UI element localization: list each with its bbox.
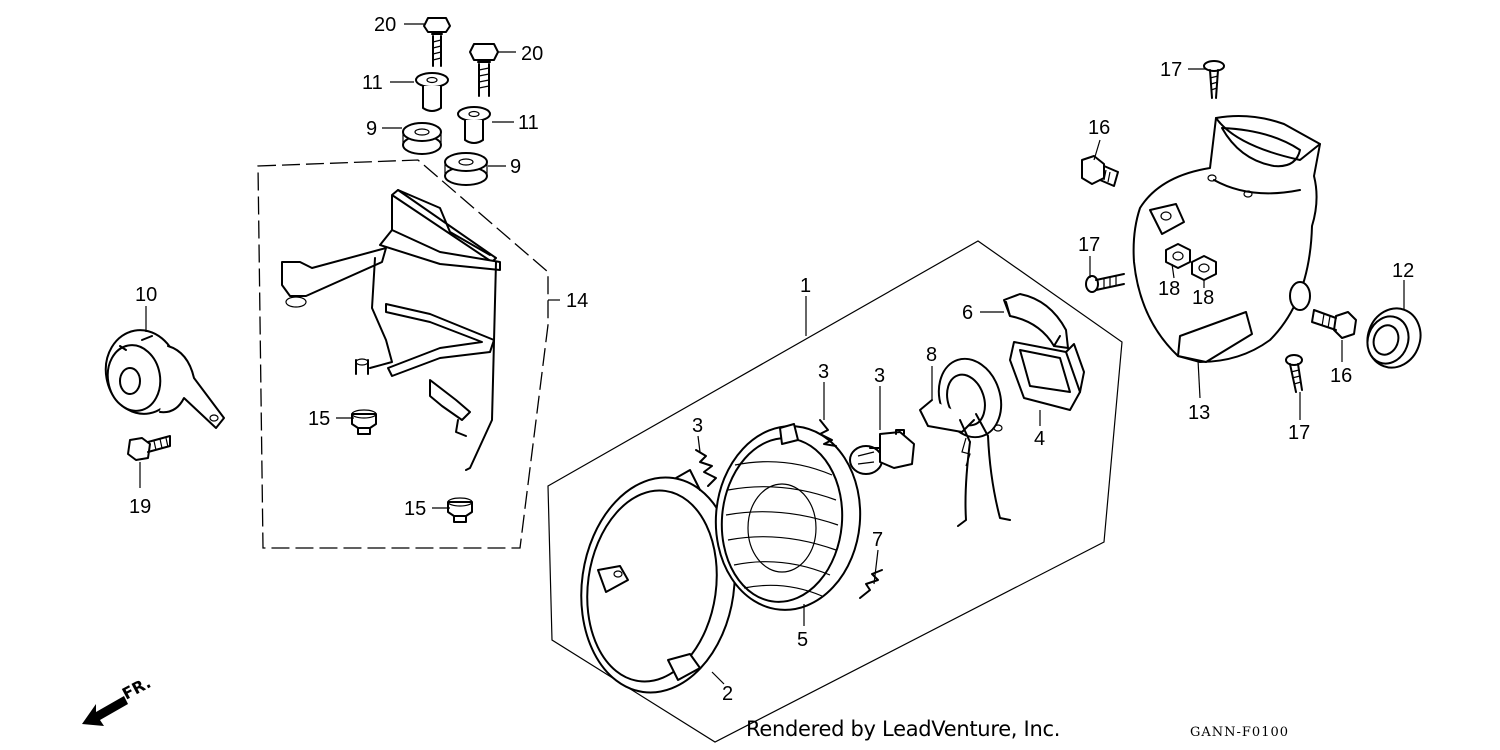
callout-18-left: 18: [1158, 278, 1180, 300]
screw-17-top: [1203, 60, 1225, 99]
horn-10: [104, 329, 225, 429]
callout-6: 8: [926, 344, 937, 366]
callout-8: 3: [874, 365, 885, 387]
headlight-rim-2: [580, 469, 736, 694]
bolt-16-upper: [1081, 155, 1119, 187]
callout-17-top: 17: [1160, 59, 1182, 81]
callout-7: 4: [1034, 428, 1045, 450]
leader-lines: [139, 23, 1405, 685]
bolt-20-right: [469, 43, 499, 97]
grommet-9-left: [402, 122, 442, 155]
callout-11-left: 11: [362, 72, 383, 94]
callout-3-bottom: 7: [872, 529, 883, 551]
screw-17-left: [1085, 273, 1125, 293]
screw-17-bottom: [1285, 354, 1303, 393]
callout-5: 5: [797, 629, 808, 651]
render-credit: Rendered by LeadVenture, Inc.: [746, 717, 1061, 741]
headlight-group-outline: [547, 240, 1123, 743]
spring-clip-3-bottom: [859, 569, 883, 599]
callout-9-right: 9: [510, 156, 521, 178]
spring-clip-3-left: [695, 449, 717, 487]
callout-15-lower: 15: [404, 498, 426, 520]
diagram-code: GANN-F0100: [1190, 725, 1290, 740]
callout-18-right: 18: [1192, 287, 1214, 309]
callout-9-left: 9: [366, 118, 377, 140]
grommet-ring-12: [1366, 307, 1422, 369]
callout-2: 2: [722, 683, 733, 705]
nut-18-right: [1191, 255, 1217, 281]
callout-10: 10: [135, 284, 157, 306]
callout-11-right: 11: [518, 112, 539, 134]
nut-15-lower: [447, 497, 473, 523]
nut-15-upper: [351, 409, 377, 435]
bracket-group-outline: [257, 159, 549, 549]
nut-18-left: [1165, 243, 1191, 269]
callout-14: 14: [566, 290, 588, 312]
rubber-cover-7: [1009, 341, 1085, 411]
front-direction-arrow-icon: FR.: [82, 673, 154, 726]
bulb-8: [849, 429, 915, 475]
socket-cover-4: [1003, 293, 1069, 349]
callout-19: 19: [129, 496, 151, 518]
headlight-case-13: [1132, 115, 1321, 363]
callout-16-lower: 16: [1330, 365, 1352, 387]
callout-20-right: 20: [521, 43, 543, 65]
callout-17-left: 17: [1078, 234, 1100, 256]
headlight-unit-5: [714, 423, 862, 611]
callout-12: 12: [1392, 260, 1414, 282]
collar-11-right: [457, 106, 491, 144]
grommet-9-right: [444, 152, 488, 186]
bolt-20-left: [423, 17, 451, 67]
callout-17-bottom: 17: [1288, 422, 1310, 444]
callout-20-left: 20: [374, 14, 396, 36]
callout-13: 13: [1188, 402, 1210, 424]
bolt-19: [127, 435, 171, 461]
callout-3-top: 3: [818, 361, 829, 383]
spring-clip-3-top: [819, 419, 837, 447]
bolt-16-lower: [1311, 309, 1357, 339]
bulb-socket-6: [919, 357, 1011, 527]
callout-15-upper: 15: [308, 408, 330, 430]
callout-3-left: 3: [692, 415, 703, 437]
collar-11-left: [415, 72, 449, 112]
headlight-bracket-14: [281, 189, 501, 471]
callout-1: 1: [800, 275, 811, 297]
callout-4: 6: [962, 302, 973, 324]
callout-16-upper: 16: [1088, 117, 1110, 139]
